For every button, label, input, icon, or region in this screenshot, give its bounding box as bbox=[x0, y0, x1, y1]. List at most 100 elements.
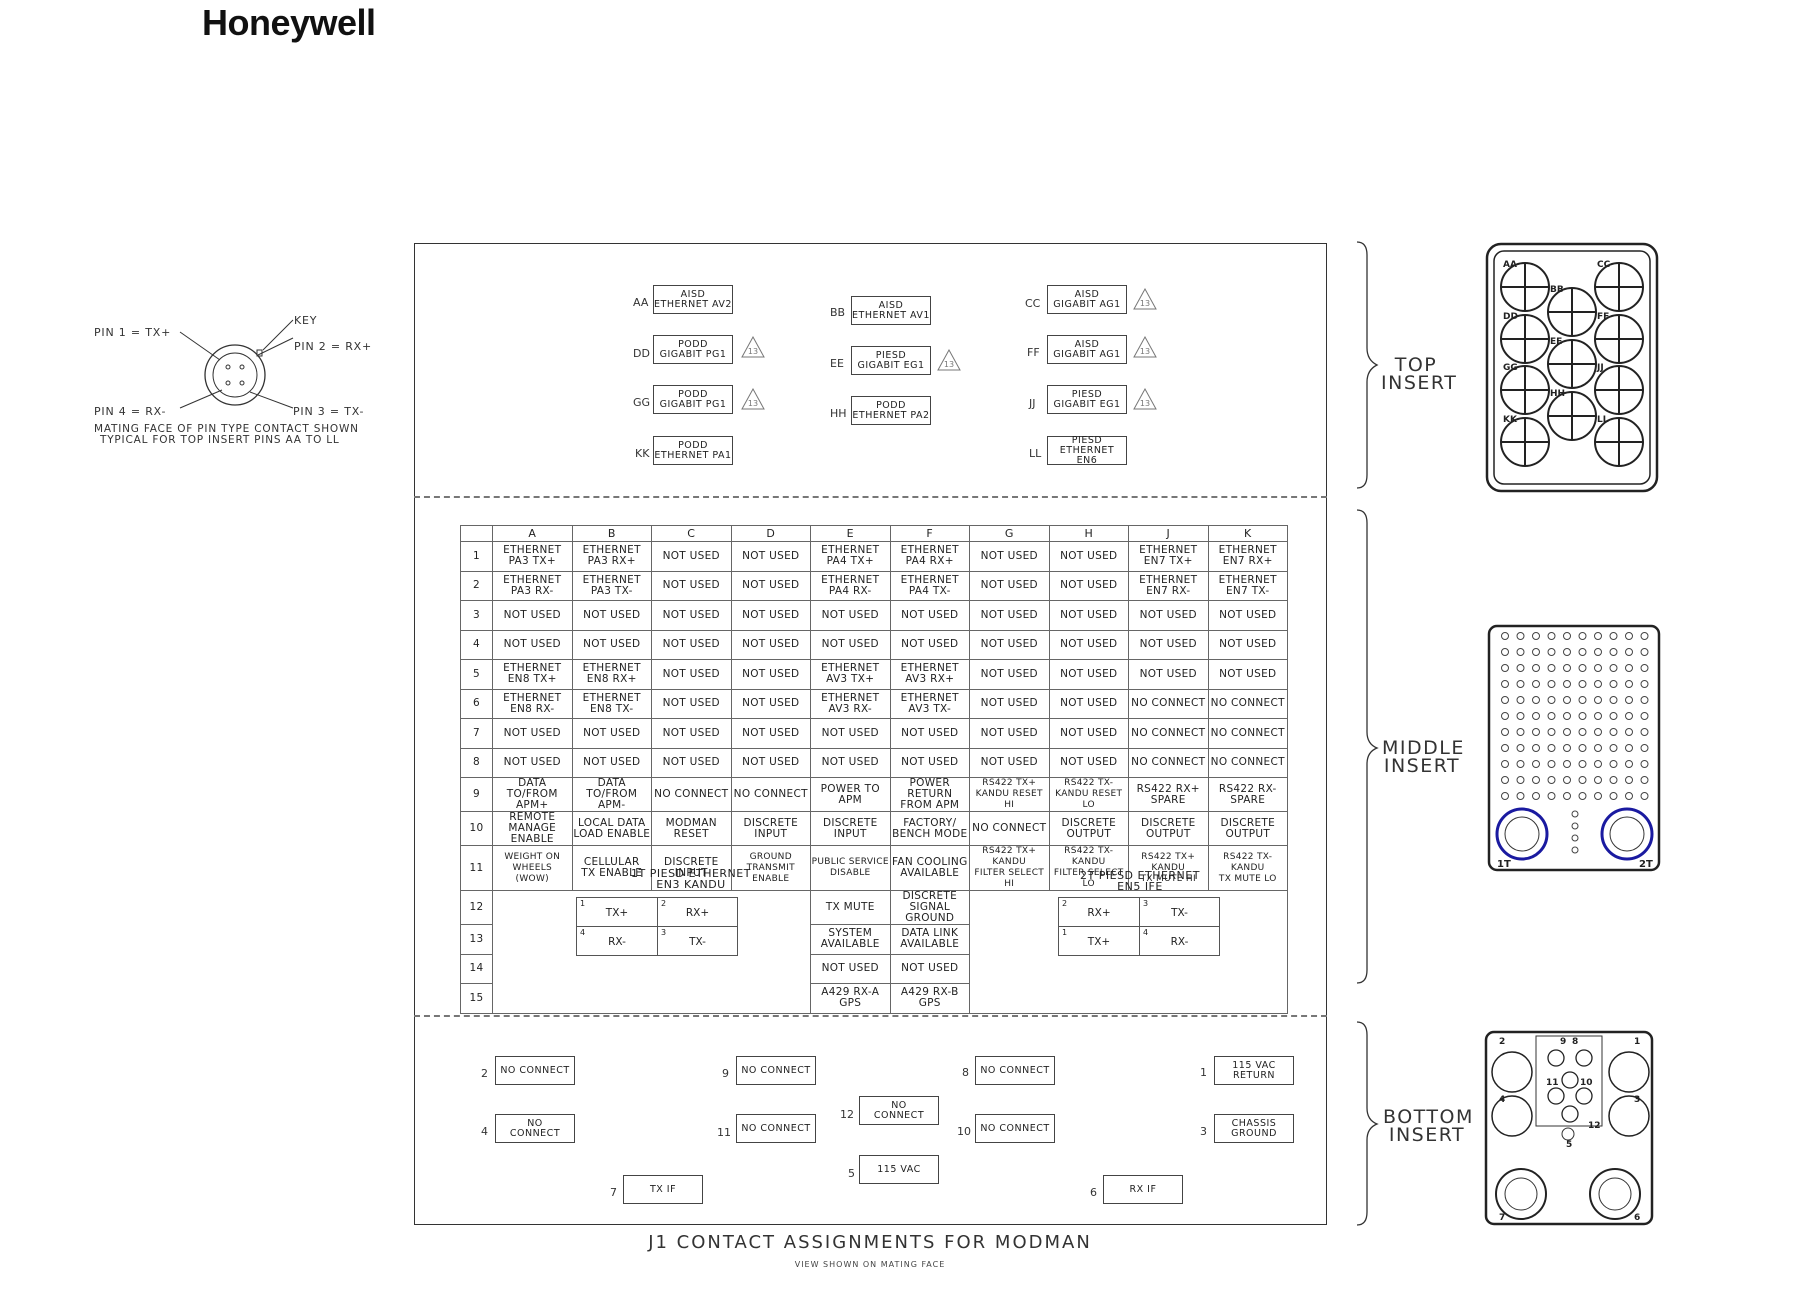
pin-cell: ETHERNET PA4 TX- bbox=[889, 570, 970, 601]
pin-cell: NOT USED bbox=[730, 747, 811, 778]
pin-cell: NOT USED bbox=[1048, 659, 1129, 690]
svg-text:13: 13 bbox=[1140, 399, 1150, 408]
contact-dot bbox=[1532, 712, 1540, 720]
contact-dot bbox=[1563, 776, 1571, 784]
row-number: 12 bbox=[460, 890, 493, 925]
pin-cell: NOT USED bbox=[1128, 629, 1209, 660]
column-header: H bbox=[1048, 525, 1129, 542]
contact-dot bbox=[1594, 632, 1602, 640]
contact-dot bbox=[1571, 822, 1579, 830]
contact-dot bbox=[1532, 680, 1540, 688]
pin-cell: NOT USED bbox=[1207, 659, 1288, 690]
bottom-insert-label: BOTTOM INSERT bbox=[1383, 1106, 1474, 1146]
svg-text:13: 13 bbox=[944, 360, 954, 369]
row-number: 15 bbox=[460, 983, 493, 1014]
pin-cell: DISCRETE OUTPUT bbox=[1128, 811, 1209, 846]
piesd1-region bbox=[492, 890, 811, 1014]
svg-text:13: 13 bbox=[748, 399, 758, 408]
pin2-label: PIN 2 = RX+ bbox=[294, 340, 373, 353]
divider-middle-bottom bbox=[414, 1015, 1327, 1017]
pin-note-1: MATING FACE OF PIN TYPE CONTACT SHOWN bbox=[94, 423, 359, 435]
contact-dot bbox=[1578, 744, 1587, 752]
pin-cell: NOT USED bbox=[651, 718, 732, 749]
pin-cell: POWER TO APM bbox=[810, 777, 891, 812]
contact-circle bbox=[1608, 1051, 1650, 1093]
contact-dot bbox=[1625, 728, 1633, 736]
contact-label: 6 bbox=[1634, 1213, 1640, 1223]
contact-dot bbox=[1563, 744, 1571, 752]
pin-cell: NOT USED bbox=[1048, 541, 1129, 572]
contact-dot bbox=[1532, 792, 1540, 800]
contact-dot bbox=[1578, 760, 1587, 768]
pin-cell: ETHERNET PA4 TX+ bbox=[810, 541, 891, 572]
pin-box-1: 115 VAC RETURN bbox=[1214, 1056, 1294, 1085]
contact-label: 3 bbox=[1634, 1095, 1640, 1105]
contact-dot bbox=[1563, 680, 1571, 688]
column-header: A bbox=[492, 525, 573, 542]
pin-id: 8 bbox=[962, 1066, 969, 1079]
contact-dot bbox=[1609, 712, 1618, 720]
contact-circle bbox=[1491, 1051, 1533, 1093]
contact-dot bbox=[1563, 696, 1571, 704]
contact-dot bbox=[1625, 744, 1633, 752]
pin-id: KK bbox=[635, 447, 650, 460]
pin-id: DD bbox=[633, 347, 650, 360]
pin-box-8: NO CONNECT bbox=[975, 1056, 1055, 1085]
warning-triangle-icon: 13 bbox=[741, 336, 765, 358]
pin-cell: RS422 TX- KANDU RESET LO bbox=[1048, 777, 1129, 812]
pin-cell: ETHERNET EN8 RX- bbox=[492, 688, 573, 719]
pin-cell: NOT USED bbox=[889, 718, 970, 749]
contact-dot bbox=[1516, 728, 1525, 736]
pin-cell: NOT USED bbox=[889, 747, 970, 778]
svg-text:13: 13 bbox=[1140, 299, 1150, 308]
contact-dot bbox=[1516, 776, 1525, 784]
pin-cell: ETHERNET PA3 TX- bbox=[571, 570, 652, 601]
contact-dot bbox=[1609, 792, 1618, 800]
contact-dot bbox=[1609, 776, 1618, 784]
contact-dot bbox=[1547, 712, 1556, 720]
contact-dot bbox=[1640, 680, 1649, 688]
pin-cell: REMOTE MANAGE ENABLE bbox=[492, 811, 573, 846]
pin-cell: NOT USED bbox=[730, 629, 811, 660]
pin-cell: NO CONNECT bbox=[1207, 747, 1288, 778]
pin-cell: NOT USED bbox=[571, 718, 652, 749]
contact-dot bbox=[1625, 776, 1633, 784]
contact-dot bbox=[1609, 744, 1618, 752]
pin-cell: A429 RX-B GPS bbox=[889, 983, 970, 1014]
pin-box-5: 115 VAC bbox=[859, 1155, 939, 1184]
pin-cell: NOT USED bbox=[969, 688, 1050, 719]
pin1-label: PIN 1 = TX+ bbox=[94, 326, 172, 339]
pin-cell: NOT USED bbox=[810, 600, 891, 631]
column-header: E bbox=[810, 525, 891, 542]
contact-dot bbox=[1578, 776, 1587, 784]
contact-dot bbox=[1516, 712, 1525, 720]
pin-id: CC bbox=[1025, 297, 1041, 310]
contact-dot bbox=[1501, 776, 1509, 784]
contact-circle bbox=[1491, 1095, 1533, 1137]
pin-cell: NOT USED bbox=[571, 629, 652, 660]
contact-dot bbox=[1578, 664, 1587, 672]
contact-dot bbox=[1563, 728, 1571, 736]
row-number: 14 bbox=[460, 953, 493, 984]
contact-dot bbox=[1547, 648, 1556, 656]
pin-cell: NOT USED bbox=[651, 541, 732, 572]
contact-dot bbox=[1609, 664, 1618, 672]
pin-cell: NOT USED bbox=[730, 570, 811, 601]
pin-cell: ETHERNET AV3 TX+ bbox=[810, 659, 891, 690]
contact-label: 2 bbox=[1499, 1037, 1505, 1047]
contact-dot bbox=[1532, 696, 1540, 704]
pin-cell: FACTORY/ BENCH MODE bbox=[889, 811, 970, 846]
contact-label: 7 bbox=[1499, 1213, 1505, 1223]
contact-dot bbox=[1563, 664, 1571, 672]
column-header: F bbox=[889, 525, 970, 542]
pin-cell: FAN COOLING AVAILABLE bbox=[889, 845, 970, 891]
